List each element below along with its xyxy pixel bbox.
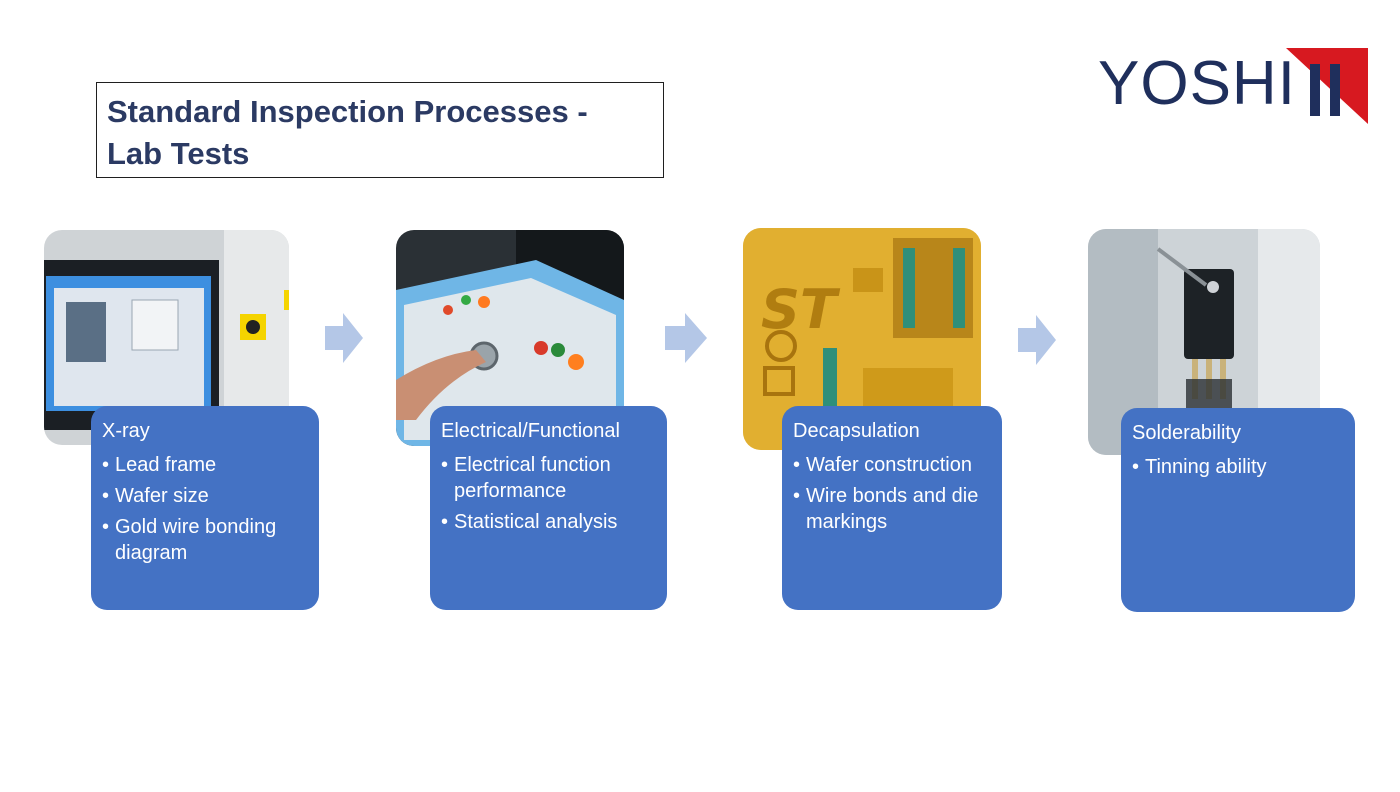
title-box: Standard Inspection Processes - Lab Test… — [96, 82, 664, 178]
step-title: Electrical/Functional — [441, 420, 620, 442]
step-bullet: Lead frame — [102, 452, 309, 478]
step-title: Decapsulation — [793, 420, 920, 442]
step-card-decapsulation: Decapsulation Wafer construction Wire bo… — [782, 406, 1002, 610]
x-ray-photo — [44, 230, 289, 445]
step-card-electrical: Electrical/Functional Electrical functio… — [430, 406, 667, 610]
step-bullet: Wafer construction — [793, 452, 992, 478]
svg-text:ST: ST — [761, 278, 841, 341]
step-bullet: Electrical function performance — [441, 452, 657, 504]
step-card-solderability: Solderability Tinning ability — [1121, 408, 1355, 612]
step-bullet: Wafer size — [102, 483, 309, 509]
logo-emblem-icon — [1286, 48, 1368, 124]
logo-text: YOSHI — [1098, 49, 1296, 118]
step-card-x-ray: X-ray Lead frame Wafer size Gold wire bo… — [91, 406, 319, 610]
arrow-right-icon — [325, 313, 363, 363]
yoshi-logo: YOSHI — [1098, 44, 1368, 124]
step-bullet: Tinning ability — [1132, 454, 1345, 480]
arrow-right-icon — [665, 313, 707, 363]
arrow-right-icon — [1018, 315, 1056, 365]
step-bullet: Statistical analysis — [441, 509, 657, 535]
step-title: Solderability — [1132, 422, 1241, 444]
step-title: X-ray — [102, 420, 150, 442]
step-bullet: Wire bonds and die markings — [793, 483, 992, 535]
page-title: Standard Inspection Processes - Lab Test… — [107, 94, 588, 171]
step-bullet: Gold wire bonding diagram — [102, 514, 309, 566]
